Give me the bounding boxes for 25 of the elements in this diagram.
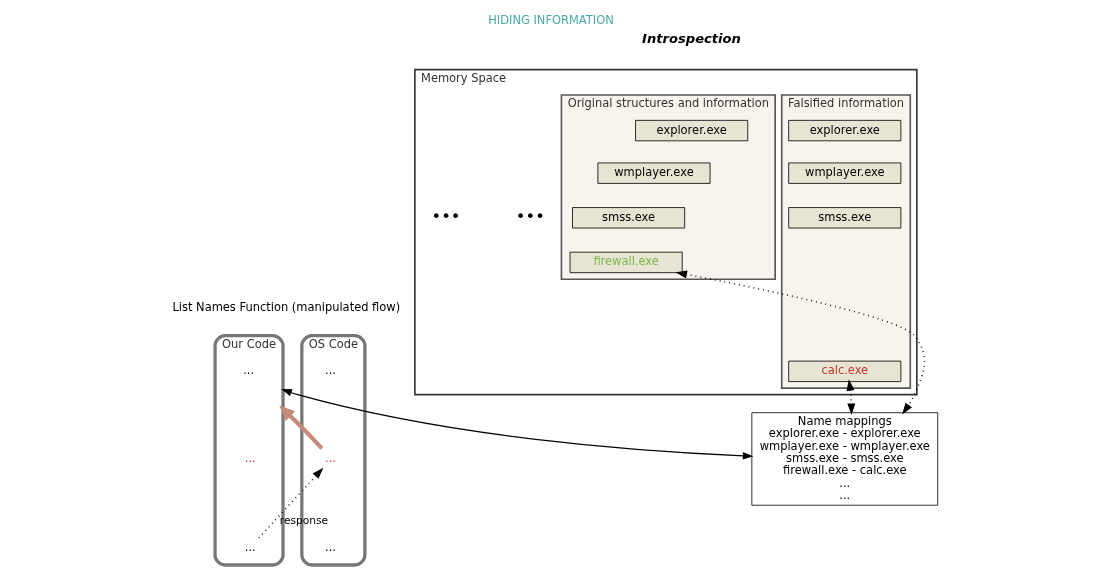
node-box: explorer.exe [788, 119, 902, 142]
node-box: firewall.exe [569, 251, 683, 274]
label: ••• [431, 206, 461, 226]
node-text: ... [244, 450, 256, 465]
edge-label: response [279, 514, 329, 528]
node-box: calc.exe [788, 360, 902, 382]
node-text: ... [325, 450, 336, 465]
label: List Names Function (manipulated flow) [172, 299, 401, 314]
node-box: wmplayer.exe [597, 162, 711, 184]
arrow [258, 467, 324, 539]
node-box: wmplayer.exe [788, 162, 902, 184]
node-text: ... [325, 363, 336, 378]
diagram-title: HIDING INFORMATION [488, 12, 614, 27]
node-text: ... [325, 540, 336, 555]
node-text: ... [244, 540, 256, 555]
label: Introspection [642, 31, 741, 47]
arrow [281, 388, 754, 460]
node-box: smss.exe [572, 207, 686, 229]
node-text: ... [243, 363, 255, 378]
label: ••• [515, 206, 545, 226]
node-box: Name mappings explorer.exe - explorer.exe wmplayer.exe - wmplayer.exe smss.exe - smss.exe firewall.exe - calc.exe ... ... [751, 412, 939, 506]
node-box: smss.exe [788, 207, 902, 229]
node-box: explorer.exe [635, 119, 749, 142]
arrow [279, 405, 324, 450]
arrow [675, 270, 926, 415]
